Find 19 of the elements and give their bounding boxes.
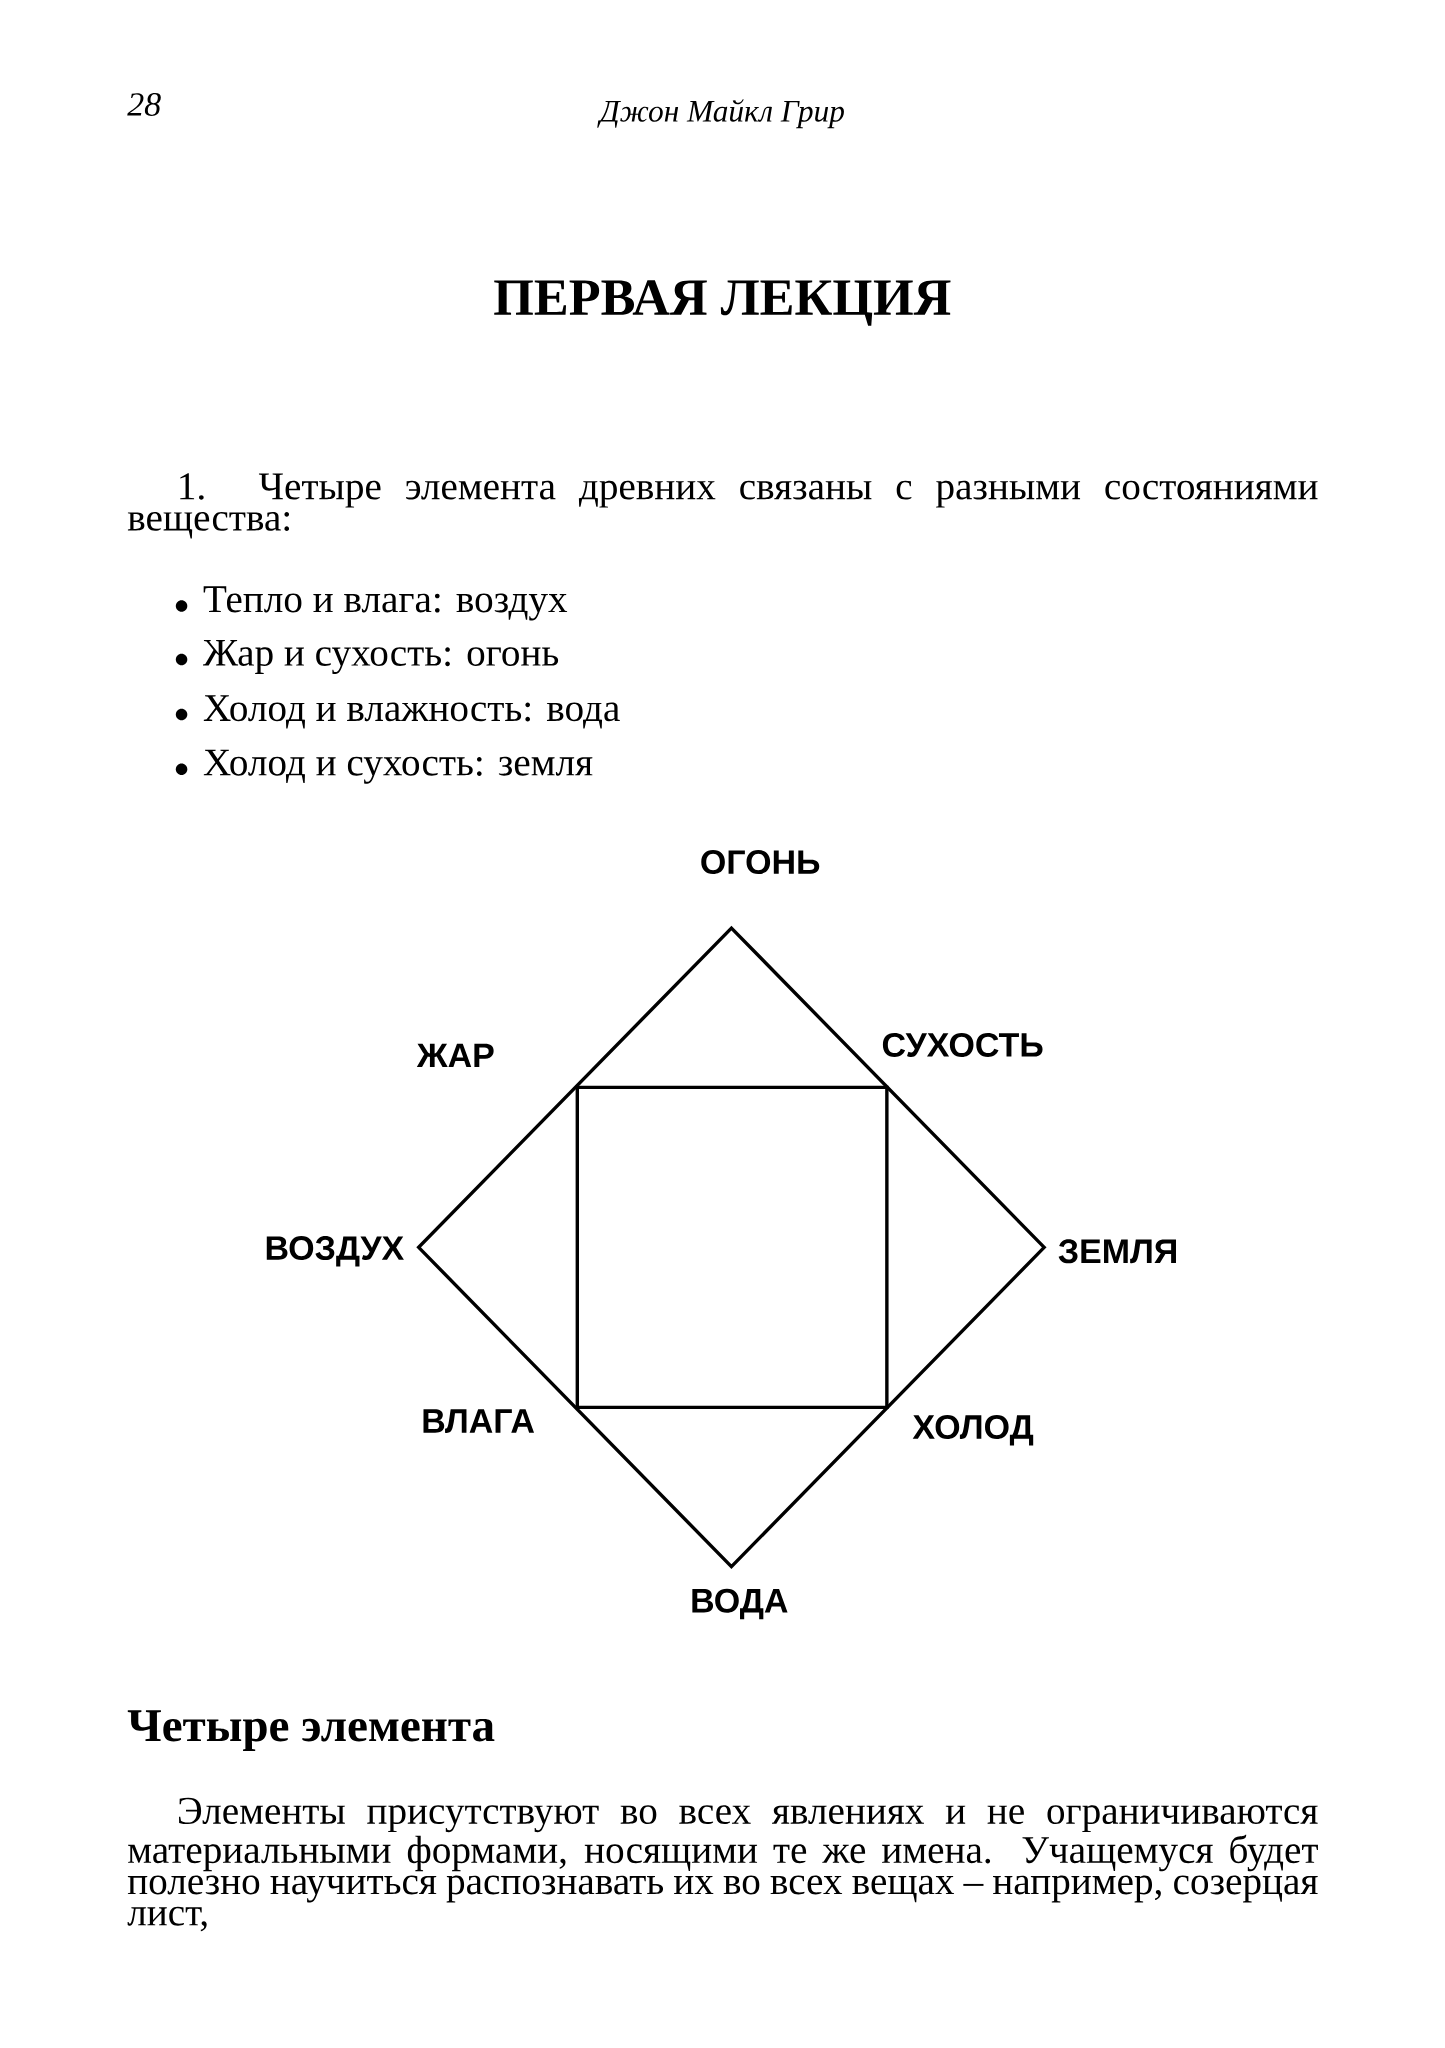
quality-label: ЖАР — [417, 1043, 494, 1068]
element-label: ВОДА — [692, 1588, 788, 1620]
bullet-item: Холод и влажность: вода — [176, 695, 620, 729]
chapter-title: ПЕРВАЯ ЛЕКЦИЯ — [494, 280, 951, 326]
element-label: ЗЕМЛЯ — [1058, 1239, 1177, 1264]
element-label: ВОЗДУХ — [267, 1236, 405, 1267]
bullet-item: Жар и сухость: огонь — [176, 639, 559, 675]
quality-label: ВЛАГА — [423, 1409, 535, 1433]
page-number: 28 — [127, 93, 161, 116]
body-paragraph: 1. Четыре элемента древних связаны с разными состояниями вещества: — [128, 473, 1318, 539]
quality-label: СУХОСТЬ — [883, 1032, 1043, 1057]
section-heading: Четыре элемента — [128, 1710, 495, 1751]
running-header: Джон Майкл Грир — [597, 99, 845, 129]
body-paragraph: Элементы присутствуют во всех явлениях и не ограничиваются материальными формами, носящими те же имена. Учащемуся будет полезно научиться распознавать их во всех вещах – например, созерцая лист, — [127, 1797, 1319, 1932]
quality-label: ХОЛОД — [912, 1415, 1034, 1446]
bullet-item: Тепло и влага: воздух — [176, 586, 568, 621]
bullet-item: Холод и сухость: земля — [176, 749, 593, 784]
square-shape — [575, 1085, 889, 1410]
element-label: ОГОНЬ — [701, 850, 820, 875]
